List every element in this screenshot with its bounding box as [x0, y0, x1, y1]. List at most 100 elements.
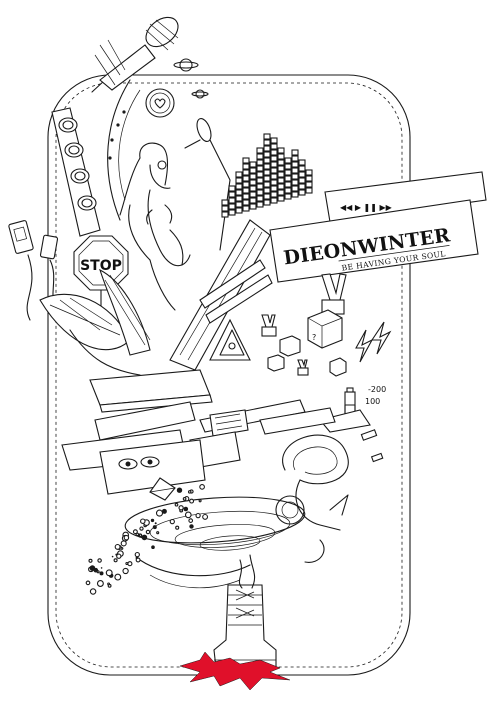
spray-dot: [199, 484, 205, 490]
counter-bottom: 100: [365, 397, 380, 406]
equalizer-cell: [277, 189, 285, 196]
swirl-lines: [107, 79, 141, 221]
equalizer-cell: [263, 133, 271, 140]
spray-dot: [184, 511, 192, 519]
equalizer-cell: [270, 179, 278, 186]
equalizer-cell: [235, 195, 243, 202]
spray-dot: [202, 513, 209, 520]
equalizer-cell: [242, 181, 250, 188]
equalizer-cell: [270, 161, 278, 168]
spray-dot: [156, 531, 160, 535]
equalizer-cell: [263, 151, 271, 158]
equalizer-cell: [242, 157, 250, 164]
equalizer-cell: [249, 197, 257, 204]
equalizer-cell: [298, 171, 306, 178]
equalizer-cell: [242, 169, 250, 176]
figure: [119, 142, 191, 311]
equalizer-cell: [263, 157, 271, 164]
equalizer-cell: [263, 187, 271, 194]
battery-icon: -200 100: [319, 385, 386, 463]
spray-dot: [155, 509, 164, 517]
equalizer-cell: [277, 171, 285, 178]
heart-icon: [145, 88, 175, 118]
spray-dot: [111, 555, 114, 558]
equalizer-cell: [242, 205, 250, 212]
equalizer-cell: [291, 155, 299, 162]
spray-dot: [97, 558, 102, 563]
equalizer-cell: [242, 163, 250, 170]
equalizer-cell: [284, 163, 292, 170]
equalizer-cell: [256, 189, 264, 196]
spray-dot: [113, 558, 118, 563]
media-controls: ◀◀ ▶ ❚❚ ▶▶: [340, 203, 393, 212]
spray-dot: [114, 543, 121, 550]
spray-dot: [152, 525, 157, 530]
microphone-icon: [91, 16, 179, 93]
equalizer-cell: [305, 169, 313, 176]
equalizer-cell: [249, 203, 257, 210]
spray-dot: [89, 588, 97, 595]
equalizer-cell: [249, 191, 257, 198]
spray-dot: [189, 524, 194, 529]
equalizer-cell: [277, 165, 285, 172]
equalizer-cell: [235, 201, 243, 208]
equalizer-cell: [284, 181, 292, 188]
spray-dot: [116, 553, 122, 559]
equalizer-cell: [284, 193, 292, 200]
equalizer-cell: [256, 153, 264, 160]
equalizer-cell: [256, 165, 264, 172]
spray-dot: [174, 502, 179, 507]
lamp-post: [184, 117, 231, 251]
spray-dot: [183, 506, 189, 512]
equalizer-cell: [270, 185, 278, 192]
spray-dot: [122, 567, 129, 575]
equalizer-cell: [235, 171, 243, 178]
equalizer-bars: [221, 133, 313, 218]
equalizer-cell: [228, 197, 236, 204]
equalizer-cell: [256, 201, 264, 208]
equalizer-cell: [277, 159, 285, 166]
equalizer-cell: [284, 169, 292, 176]
equalizer-cell: [256, 147, 264, 154]
equalizer-cell: [284, 187, 292, 194]
equalizer-cell: [305, 175, 313, 182]
equalizer-cell: [263, 163, 271, 170]
equalizer-cell: [291, 161, 299, 168]
equalizer-cell: [284, 175, 292, 182]
spray-dot: [175, 525, 180, 530]
equalizer-cell: [228, 185, 236, 192]
spray-dot: [195, 512, 201, 519]
spray-dot: [145, 529, 151, 535]
spray-dot: [107, 582, 111, 586]
equalizer-cell: [270, 197, 278, 204]
spray-dot: [140, 518, 146, 524]
equalizer-cell: [249, 185, 257, 192]
spray-dot: [182, 497, 187, 501]
equalizer-cell: [249, 173, 257, 180]
spray-dot: [85, 580, 91, 586]
equalizer-cell: [277, 183, 285, 190]
equalizer-cell: [263, 181, 271, 188]
equalizer-cell: [249, 161, 257, 168]
equalizer-cell: [221, 205, 229, 212]
spray-dot: [138, 533, 143, 537]
spray-dot: [150, 518, 155, 523]
equalizer-cell: [263, 193, 271, 200]
equalizer-cell: [235, 189, 243, 196]
equalizer-cell: [291, 167, 299, 174]
spray-dot: [135, 557, 141, 563]
spray-dot: [189, 498, 195, 504]
spray-dot: [127, 561, 133, 567]
equalizer-cell: [270, 137, 278, 144]
equalizer-cell: [298, 183, 306, 190]
equalizer-cell: [270, 191, 278, 198]
question-swirl: [275, 434, 349, 563]
equalizer-cell: [242, 175, 250, 182]
spray-dot: [161, 508, 167, 514]
spray-dot: [169, 518, 175, 525]
equalizer-cell: [291, 173, 299, 180]
spray-dot: [96, 580, 104, 587]
spray-dot: [114, 573, 122, 581]
